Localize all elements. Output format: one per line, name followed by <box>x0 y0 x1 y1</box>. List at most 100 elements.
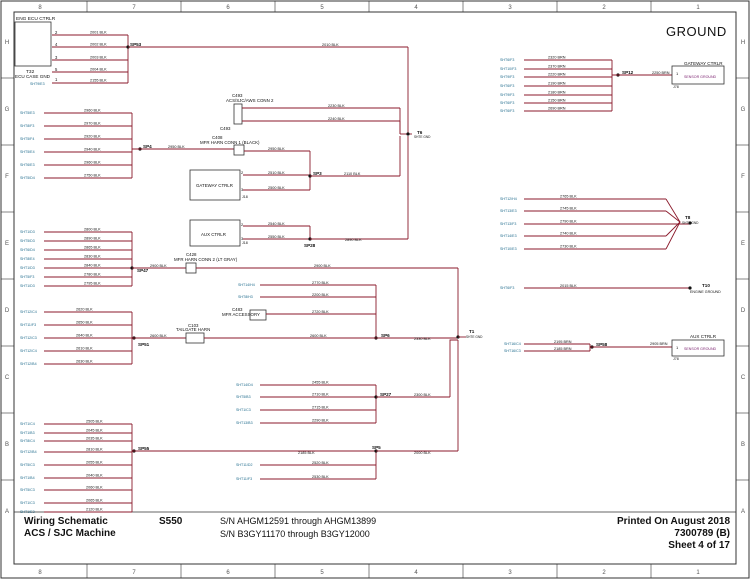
c483-connector <box>249 309 267 321</box>
c483-id: C483 <box>232 307 243 312</box>
grid-row-label: D <box>741 308 746 314</box>
wire-number: 2950 BLK <box>268 147 285 151</box>
grid-row-label: A <box>741 509 745 515</box>
wire-number: 2940 BLK <box>84 148 101 152</box>
t10-dot <box>688 286 692 290</box>
wire-number: 2004 BLK <box>90 68 107 72</box>
sheet-ref: SHT6/F3 <box>500 286 514 290</box>
wire-number: 2505 BLK <box>86 420 103 424</box>
t1-sub: SHTE GND <box>466 335 483 339</box>
sheet-ref: SHT14/H4 <box>238 283 255 287</box>
sp51-label: SP51 <box>138 342 150 347</box>
wire-number: 2055 BLK <box>86 461 103 465</box>
sheet-ref: SHT9/E3 <box>30 82 45 86</box>
sheet-ref: SHT12/C4 <box>20 349 37 353</box>
sheet-ref: SHT5/D3 <box>20 239 35 243</box>
sheet-ref: SHT6/F3 <box>500 58 514 62</box>
j-label: J78 <box>673 85 679 89</box>
wire-number: 2185 BRN <box>554 347 572 351</box>
sheet-ref: SHT12/B4 <box>20 362 37 366</box>
sheet-ref: SHT6/D4 <box>20 248 35 252</box>
wire-number: 2065 BLK <box>86 499 103 503</box>
grid-row-label: F <box>741 174 745 180</box>
wire-number: 2045 BLK <box>86 429 103 433</box>
sheet-ref: SHT13/B3 <box>236 421 253 425</box>
wire-number: 2905 BRN <box>650 342 668 346</box>
inner-border <box>13 11 737 565</box>
sp58-label: SP58 <box>596 342 608 347</box>
aux-right-label: AUX CTRLR <box>690 334 717 339</box>
grid-col-label: 1 <box>696 570 700 576</box>
pin-number: 1 <box>676 345 679 350</box>
printed-date: Printed On August 2018 <box>617 516 730 527</box>
grid-col-label: 4 <box>414 570 418 576</box>
sheet-ref: SHT1/E3 <box>20 510 35 514</box>
t8-dot <box>688 221 692 225</box>
sp27-to-t1 <box>449 339 458 397</box>
grid-row-label: E <box>5 241 9 247</box>
sheet-ref: SHT14/E3 <box>500 234 517 238</box>
wire-number: 2795 BLK <box>84 282 101 286</box>
serial-range-2: S/N B3GY11170 through B3GY12000 <box>220 529 370 539</box>
sp4-label: SP4 <box>143 144 152 149</box>
wire-number: 2370 BRN <box>548 65 566 69</box>
sheet-ref: SHT5/F3 <box>20 275 34 279</box>
grid-col-label: 8 <box>38 5 42 11</box>
c493-connector <box>233 103 243 125</box>
sheet-ref: SHT5/C3 <box>20 488 35 492</box>
grid-row-label: G <box>741 107 746 113</box>
pin-number: 4 <box>55 42 58 47</box>
j-label: J78 <box>673 357 679 361</box>
sheet-ref: SHT5/D4 <box>20 176 35 180</box>
sheet-number: Sheet 4 of 17 <box>668 540 730 551</box>
sheet-ref: SHT1/D3 <box>20 266 35 270</box>
sheet-ref: SHT6/F3 <box>500 109 514 113</box>
wire-number: 2000 BLK <box>414 451 431 455</box>
wire-number: 2610 BLK <box>76 347 93 351</box>
pin-number: 5 <box>55 67 58 72</box>
wire-number: 2830 BLK <box>84 255 101 259</box>
page-title: GROUND <box>666 24 727 39</box>
wire-number: 2220 BRN <box>548 73 566 77</box>
gateway-left-label: GATEWAY CTRLR <box>196 183 233 188</box>
sheet-ref: SHT8/F3 <box>20 124 34 128</box>
title-block: Wiring Schematic ACS / SJC Machine S550 … <box>20 512 732 562</box>
gateway-right-sub: SENSOR GROUND <box>684 75 717 79</box>
wire-number: 2195 BRN <box>554 340 572 344</box>
sheet-ref: SHT9/F3 <box>500 75 514 79</box>
pin-number: 2 <box>241 170 244 175</box>
wire-number: 2155 BLK <box>90 79 107 83</box>
aux-right-sub: SENSOR GROUND <box>684 347 717 351</box>
c103-id: C103 <box>188 323 199 328</box>
grid-row-label: A <box>5 509 9 515</box>
t1-label: T1 <box>469 329 475 334</box>
wire-number: 2002 BLK <box>90 43 107 47</box>
sheet-ref: SHT5/B3 <box>236 395 251 399</box>
sheet-ref: SHT5/E4 <box>20 150 35 154</box>
wire-number: 2290 BLK <box>312 419 329 423</box>
wire-number: 2500 BLK <box>268 186 285 190</box>
sp53-label: SP53 <box>130 42 142 47</box>
wires-layer <box>14 21 725 513</box>
c493-id: C493 <box>232 93 243 98</box>
wire-number: 2190 BRN <box>548 82 566 86</box>
wire-number: 2550 BLK <box>268 235 285 239</box>
pin-number: 3 <box>241 236 244 241</box>
aux-left-label: AUX CTRLR <box>201 232 226 237</box>
grid-row-label: B <box>741 442 745 448</box>
sheet-ref: SHT9/F3 <box>500 93 514 97</box>
pin-number: 1 <box>676 71 679 76</box>
sheet-ref: SHT10/E3 <box>500 247 517 251</box>
sheet-ref: SHT13/F3 <box>500 222 516 226</box>
wire-number: 2890 BLK <box>84 237 101 241</box>
grid-col-label: 7 <box>132 570 136 576</box>
sheet-ref: SHT14/D4 <box>236 383 253 387</box>
grid-row-label: F <box>5 174 9 180</box>
c408-connector <box>233 144 245 156</box>
wire-number: 2510 BLK <box>268 171 285 175</box>
grid-col-label: 3 <box>508 5 512 11</box>
wire-number: 2540 BLK <box>268 222 285 226</box>
wire-number: 2003 BLK <box>90 56 107 60</box>
c408-id: C408 <box>212 135 223 140</box>
